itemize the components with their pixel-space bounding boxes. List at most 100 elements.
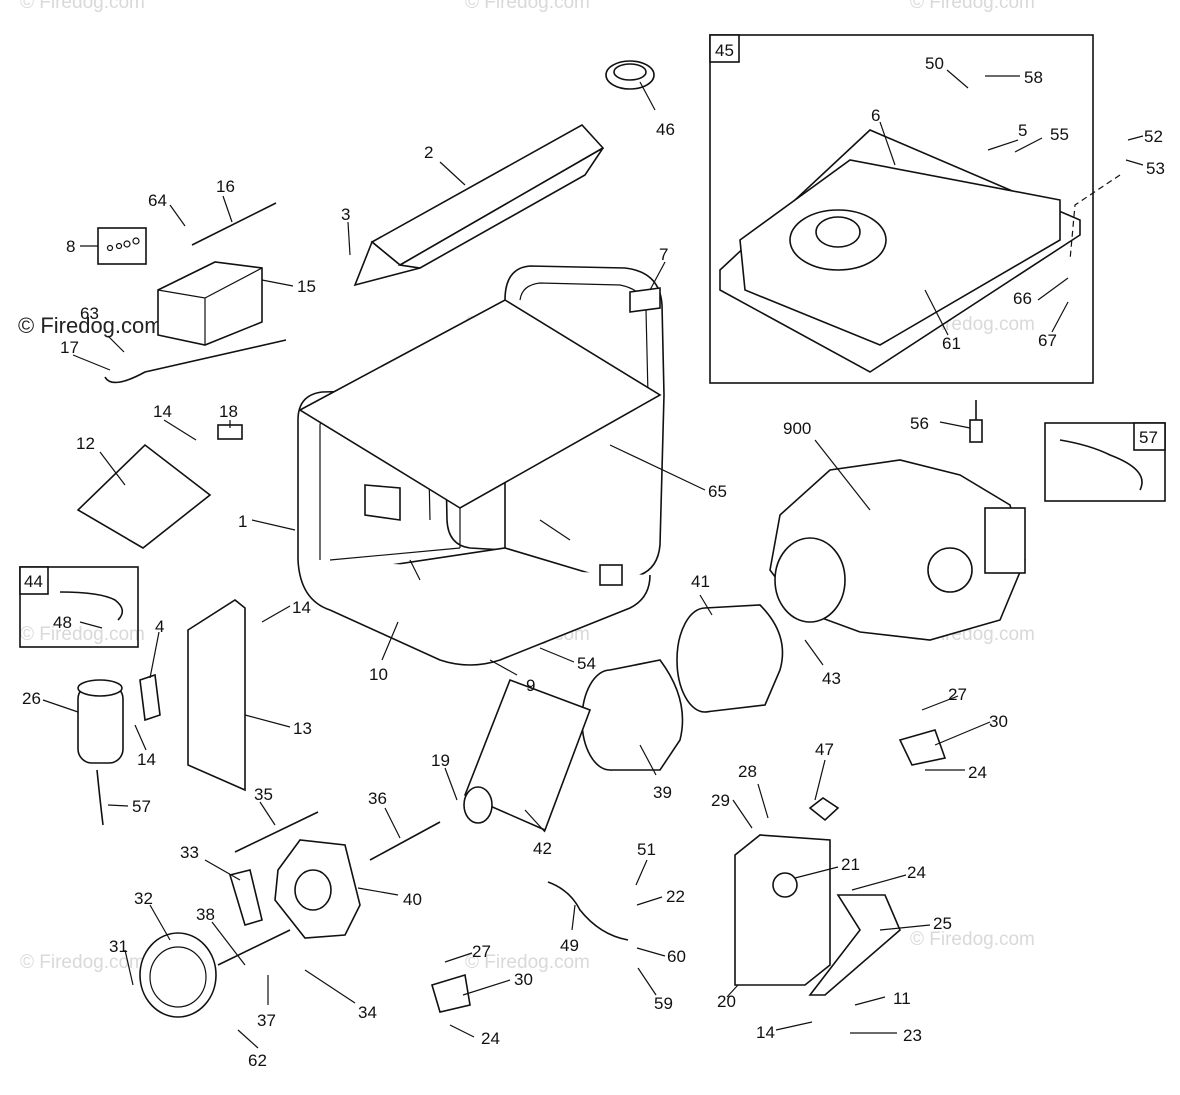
part-label: 56 — [910, 414, 929, 433]
muffler-illustration — [734, 834, 831, 986]
part-label: 9 — [526, 676, 535, 695]
watermark: © Firedog.com — [20, 952, 145, 973]
part-label: 26 — [22, 689, 41, 708]
part-label: 900 — [783, 419, 811, 438]
part-label: 65 — [708, 482, 727, 501]
fuel-cap-illustration — [605, 60, 655, 90]
brush-bracket-illustration — [228, 869, 263, 926]
part-label: 19 — [431, 751, 450, 770]
inset-box-57: 57 — [1044, 422, 1166, 502]
inset-box-8: 8 — [66, 227, 147, 265]
vibration-mount-illustration — [898, 729, 947, 766]
part-label: 42 — [533, 839, 552, 858]
part-label: 49 — [560, 936, 579, 955]
part-label: 34 — [358, 1003, 377, 1022]
through-bolt-illustration — [369, 821, 441, 861]
part-label: 11 — [893, 989, 911, 1008]
mount-bracket-illustration — [139, 673, 161, 722]
part-label: 62 — [248, 1051, 267, 1070]
hose-illustration — [1059, 439, 1143, 491]
stud-illustration — [234, 811, 319, 853]
part-label: 14 — [756, 1023, 775, 1042]
watermark: © Firedog.com — [465, 0, 590, 13]
inset-box-44: 44 — [19, 566, 139, 648]
part-label: 5 — [1018, 121, 1027, 140]
part-label: 35 — [254, 785, 273, 804]
wire-rod-illustration — [104, 339, 287, 384]
part-label: 30 — [989, 712, 1008, 731]
part-label: 4 — [155, 617, 164, 636]
engine-illustration — [769, 459, 1026, 641]
rear-bearing-carrier-illustration — [274, 839, 361, 939]
panel-illustration — [76, 443, 212, 549]
inset-box-label: 44 — [24, 572, 43, 591]
part-label: 31 — [109, 937, 128, 956]
part-label: 22 — [666, 887, 685, 906]
part-label: 41 — [691, 572, 710, 591]
part-label: 52 — [1144, 127, 1163, 146]
part-label: 14 — [137, 750, 156, 769]
end-cover-illustration — [139, 932, 217, 1018]
watermark: © Firedog.com — [910, 0, 1035, 13]
part-label: 36 — [368, 789, 387, 808]
part-label: 66 — [1013, 289, 1032, 308]
heat-shield-illustration — [808, 894, 901, 996]
part-label: 59 — [654, 994, 673, 1013]
assembly-dashed-line — [1069, 174, 1121, 261]
part-label: 13 — [293, 719, 312, 738]
part-label: 32 — [134, 889, 153, 908]
part-label: 54 — [577, 654, 596, 673]
watermark-dark: © Firedog.com — [18, 313, 163, 338]
part-label: 1 — [238, 512, 247, 531]
part-label: 46 — [656, 120, 675, 139]
capacitor-illustration — [77, 679, 124, 764]
part-label: 40 — [403, 890, 422, 909]
part-label: 25 — [933, 914, 952, 933]
part-label: 15 — [297, 277, 316, 296]
part-label: 58 — [1024, 68, 1043, 87]
part-label: 27 — [948, 685, 967, 704]
rod-illustration — [217, 929, 291, 966]
inset-box-label: 45 — [715, 41, 734, 60]
part-label: 20 — [717, 992, 736, 1011]
rotor-illustration — [463, 678, 592, 832]
watermark: © Firedog.com — [20, 0, 145, 13]
part-label: 28 — [738, 762, 757, 781]
part-label: 24 — [481, 1029, 500, 1048]
ground-wire-illustration — [547, 881, 629, 941]
part-label: 47 — [815, 740, 834, 759]
stator-illustration — [676, 604, 784, 713]
part-label: 50 — [925, 54, 944, 73]
part-label: 43 — [822, 669, 841, 688]
part-label: 48 — [53, 613, 72, 632]
part-label: 16 — [216, 177, 235, 196]
fuel-tank-illustration — [719, 129, 1081, 373]
part-label: 39 — [653, 783, 672, 802]
vibration-mount-illustration — [431, 973, 471, 1013]
control-box-illustration — [157, 261, 263, 346]
decal-illustration — [629, 287, 661, 313]
control-panel-cover-illustration — [353, 123, 605, 287]
part-label: 7 — [659, 245, 668, 264]
part-label: 14 — [153, 402, 172, 421]
part-label: 30 — [514, 970, 533, 989]
fuel-valve-illustration — [969, 400, 983, 443]
part-label: 51 — [637, 840, 656, 859]
part-label: 2 — [424, 143, 433, 162]
part-label: 24 — [968, 763, 987, 782]
stator-cover-illustration — [581, 659, 684, 771]
bracket-illustration — [187, 599, 246, 792]
part-label: 55 — [1050, 125, 1069, 144]
inset-box-45: 45 — [709, 34, 1094, 384]
part-label: 63 — [80, 304, 99, 323]
hose-illustration — [59, 591, 124, 621]
part-label: 14 — [292, 598, 311, 617]
inset-box-label: 57 — [1139, 428, 1158, 447]
part-label: 24 — [907, 863, 926, 882]
part-label: 64 — [148, 191, 167, 210]
part-label: 61 — [942, 334, 961, 353]
part-label: 60 — [667, 947, 686, 966]
part-label: 29 — [711, 791, 730, 810]
gasket-illustration — [808, 797, 840, 822]
